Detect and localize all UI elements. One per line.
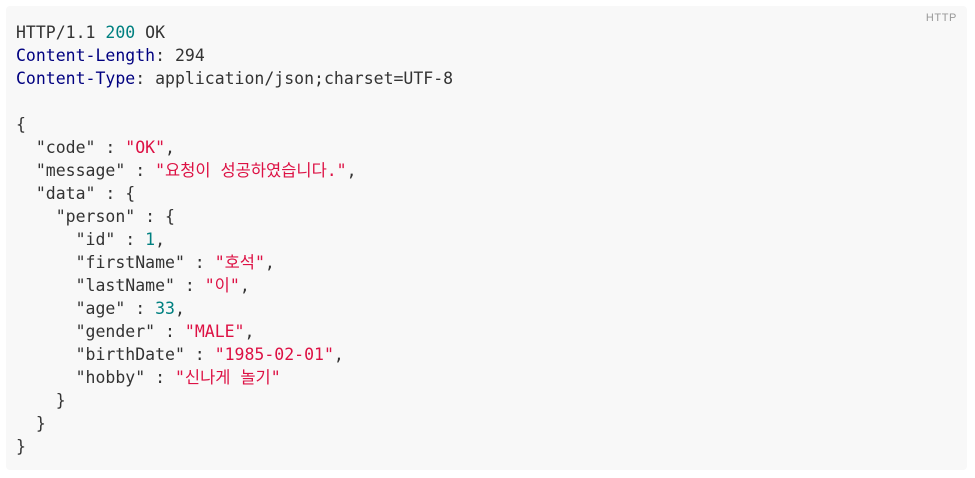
token-plain: OK — [135, 23, 166, 42]
token-plain: "hobby" : — [16, 368, 175, 387]
token-string: "이" — [204, 276, 240, 295]
code-line: } — [16, 389, 953, 412]
token-plain: : 294 — [155, 46, 205, 65]
token-plain: "firstName" : — [16, 253, 215, 272]
code-line: { — [16, 113, 953, 136]
code-line: } — [16, 412, 953, 435]
token-plain: , — [244, 322, 255, 341]
token-plain: } — [16, 437, 26, 456]
code-line: HTTP/1.1 200 OK — [16, 21, 953, 44]
code-line: "data" : { — [16, 182, 953, 205]
token-plain: , — [333, 345, 344, 364]
code-line: Content-Length: 294 — [16, 44, 953, 67]
token-plain: "person" : { — [16, 207, 175, 226]
token-string: "요청이 성공하였습니다." — [155, 161, 347, 180]
code-line: } — [16, 435, 953, 458]
token-string: "호석" — [214, 253, 265, 272]
token-plain: { — [16, 115, 26, 134]
token-plain: "code" : — [16, 138, 126, 157]
token-plain: , — [239, 276, 250, 295]
token-plain: , — [264, 253, 275, 272]
token-number: 33 — [155, 299, 175, 318]
token-plain: "gender" : — [16, 322, 185, 341]
token-number: 200 — [105, 23, 136, 42]
code-line: "lastName" : "이", — [16, 274, 953, 297]
code-line: "id" : 1, — [16, 228, 953, 251]
code-line: "age" : 33, — [16, 297, 953, 320]
token-plain: : application/json;charset=UTF-8 — [135, 69, 454, 88]
code-line — [16, 90, 953, 113]
token-plain: } — [16, 391, 66, 410]
token-plain: "message" : — [16, 161, 156, 180]
code-line: "hobby" : "신나게 놀기" — [16, 366, 953, 389]
code-line: "code" : "OK", — [16, 136, 953, 159]
token-plain: "age" : — [16, 299, 156, 318]
token-plain: "lastName" : — [16, 276, 205, 295]
token-plain: , — [346, 161, 357, 180]
token-plain: , — [165, 138, 175, 157]
token-plain: "birthDate" : — [16, 345, 215, 364]
token-plain: , — [174, 299, 185, 318]
code-line: "gender" : "MALE", — [16, 320, 953, 343]
token-plain: , — [155, 230, 166, 249]
token-string: "OK" — [125, 138, 166, 157]
code-line: "firstName" : "호석", — [16, 251, 953, 274]
token-plain: } — [16, 414, 46, 433]
code-line: "message" : "요청이 성공하였습니다.", — [16, 159, 953, 182]
token-string: "1985-02-01" — [214, 345, 334, 364]
token-attribute: Content-Length — [16, 46, 156, 65]
token-number: 1 — [145, 230, 156, 249]
token-attribute: Content-Type — [16, 69, 136, 88]
code-language-label: HTTP — [925, 12, 957, 24]
token-plain: "id" : — [16, 230, 146, 249]
code-line: "person" : { — [16, 205, 953, 228]
token-plain: "data" : { — [16, 184, 136, 203]
token-plain: HTTP/1.1 — [16, 23, 106, 42]
code-line: Content-Type: application/json;charset=U… — [16, 67, 953, 90]
token-string: "신나게 놀기" — [174, 368, 281, 387]
token-string: "MALE" — [184, 322, 245, 341]
code-line: "birthDate" : "1985-02-01", — [16, 343, 953, 366]
